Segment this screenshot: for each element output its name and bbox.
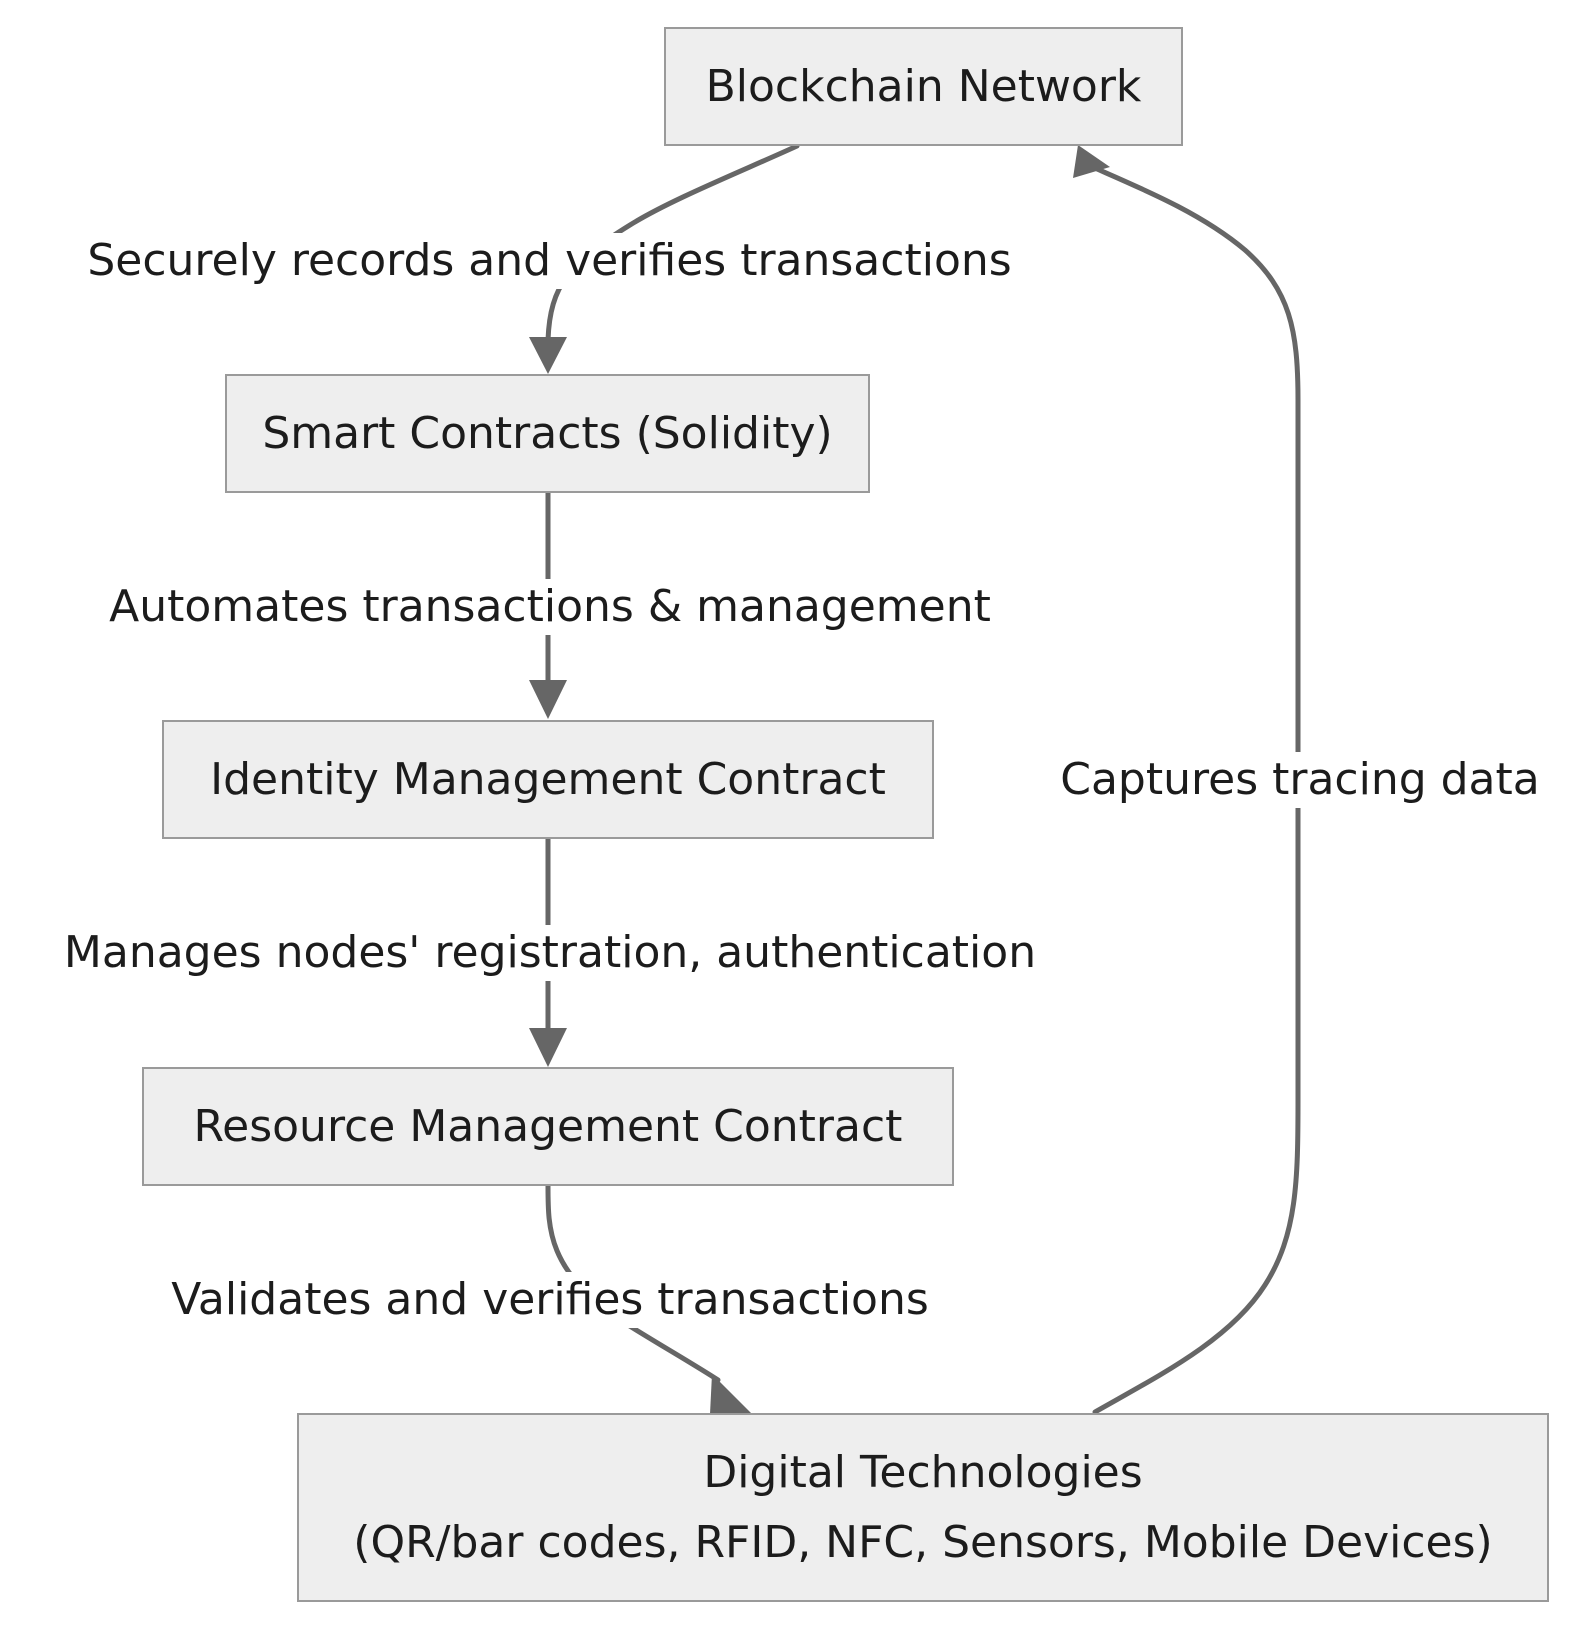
arrowhead-blockchain [1073, 145, 1110, 178]
node-digital-technologies-subtitle: (QR/bar codes, RFID, NFC, Sensors, Mobil… [353, 1516, 1493, 1568]
edge-label-smart-contracts-to-identity: Automates transactions & management [76, 579, 1024, 635]
node-smart-contracts: Smart Contracts (Solidity) [225, 374, 870, 493]
edge-digital-to-blockchain [1085, 162, 1301, 1415]
node-identity-management-contract: Identity Management Contract [162, 720, 934, 839]
node-resource-management-contract-label: Resource Management Contract [193, 1100, 903, 1152]
node-identity-management-contract-label: Identity Management Contract [210, 753, 886, 805]
arrowhead-smart-contracts [529, 337, 567, 374]
node-smart-contracts-label: Smart Contracts (Solidity) [262, 407, 833, 459]
node-digital-technologies: Digital Technologies (QR/bar codes, RFID… [297, 1413, 1549, 1602]
arrowhead-identity [529, 680, 567, 719]
edge-blockchain-to-smart-contracts [545, 143, 800, 343]
node-digital-technologies-title: Digital Technologies [703, 1446, 1143, 1498]
node-blockchain-network: Blockchain Network [664, 27, 1183, 146]
edge-label-digital-to-blockchain: Captures tracing data [1042, 752, 1558, 808]
edge-label-blockchain-to-smart-contracts: Securely records and verifies transactio… [55, 233, 1044, 289]
arrowhead-digital [710, 1374, 752, 1414]
edge-label-identity-to-resource: Manages nodes' registration, authenticat… [27, 925, 1073, 981]
edge-label-resource-to-digital: Validates and verifies transactions [144, 1272, 956, 1328]
node-blockchain-network-label: Blockchain Network [705, 60, 1142, 112]
node-resource-management-contract: Resource Management Contract [142, 1067, 954, 1186]
arrowhead-resource [529, 1028, 567, 1067]
